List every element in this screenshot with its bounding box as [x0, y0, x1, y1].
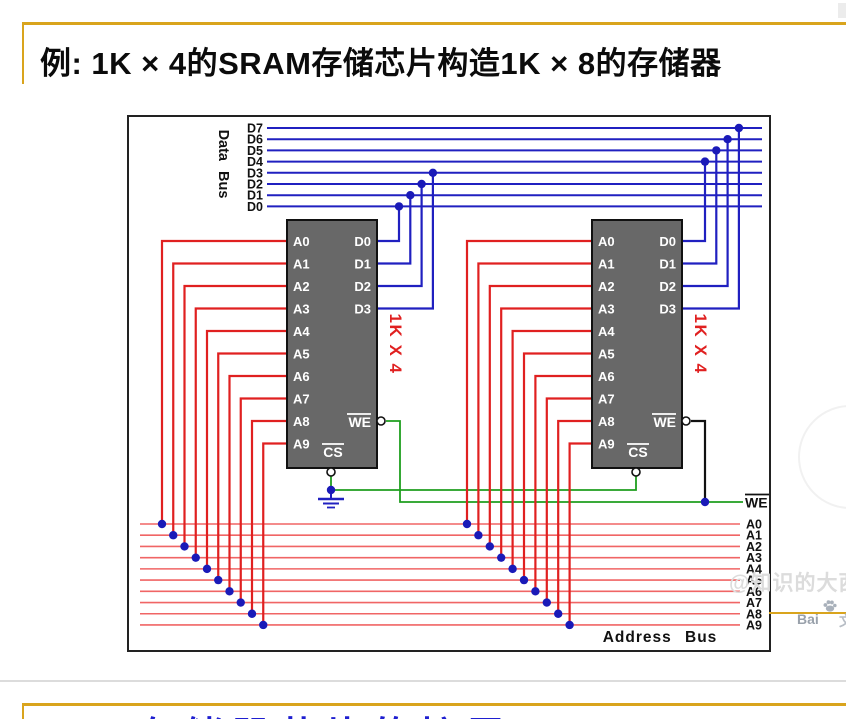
we-net: WE [386, 419, 769, 511]
slide-title: 例: 1K × 4的SRAM存储芯片构造1K × 8的存储器 [40, 46, 722, 81]
address-bus-label: Address Bus [603, 629, 718, 646]
data-line-label: D3 [247, 166, 263, 180]
address-line-label: A3 [746, 551, 762, 565]
data-pin-label: D3 [659, 302, 676, 317]
addr-pin-label: A3 [293, 302, 310, 317]
cs-bubble [631, 467, 641, 477]
address-line-label: A0 [746, 518, 762, 532]
addr-pin-label: A1 [598, 257, 615, 272]
cs-pin-label: CS [323, 444, 342, 460]
watermark-username: @知识的大西洋 [729, 572, 846, 595]
we-bubble [681, 416, 691, 426]
addr-pin-label: A7 [293, 392, 310, 407]
top-accent-line [22, 22, 846, 25]
we-pin-label: WE [653, 414, 676, 430]
data-pin-label: D2 [659, 279, 676, 294]
addr-pin-label: A8 [598, 414, 615, 429]
data-pin-label: D2 [354, 279, 371, 294]
top-accent-tick [22, 22, 24, 84]
data-line-label: D1 [247, 189, 263, 203]
addr-pin-label: A0 [598, 234, 615, 249]
cs-pin-label: CS [628, 444, 647, 460]
data-line-label: D5 [247, 144, 263, 158]
address-line-label: A9 [746, 618, 762, 632]
data-pin-label: D0 [354, 234, 371, 249]
addr-pin-label: A9 [293, 437, 310, 452]
address-line-label: A6 [746, 585, 762, 599]
section-separator-line [0, 680, 846, 682]
chip-body [591, 219, 683, 469]
address-line-label: A2 [746, 540, 762, 554]
address-line-label: A1 [746, 529, 762, 543]
addr-pin-label: A4 [598, 324, 615, 339]
right-accent-line [769, 612, 846, 614]
we-bus-label: WE [745, 495, 768, 511]
address-line-label: A5 [746, 574, 762, 588]
addr-pin-label: A1 [293, 257, 310, 272]
data-bus-label: Data Bus [215, 130, 231, 199]
address-line-label: A4 [746, 562, 762, 576]
addr-pin-label: A6 [293, 369, 310, 384]
addr-pin-label: A8 [293, 414, 310, 429]
addr-pin-label: A2 [293, 279, 310, 294]
chip-capacity-label: 1K X 4 [386, 314, 405, 375]
addr-pin-label: A7 [598, 392, 615, 407]
data-line-label: D6 [247, 133, 263, 147]
addr-pin-label: A5 [598, 347, 615, 362]
addr-pin-label: A3 [598, 302, 615, 317]
brand-text-wenku: 文库 [839, 611, 846, 631]
data-pin-label: D0 [659, 234, 676, 249]
baidu-paw-icon [823, 600, 837, 612]
data-pin-label: D1 [659, 257, 676, 272]
junction-dots [157, 123, 744, 630]
next-slide-title: 存储器芯片的扩展 [137, 705, 513, 719]
bottom-accent-line [22, 703, 846, 706]
addr-pin-label: A2 [598, 279, 615, 294]
address-line-label: A8 [746, 607, 762, 621]
chip-capacity-label: 1K X 4 [691, 314, 710, 375]
data-line-label: D2 [247, 178, 263, 192]
bottom-accent-tick [22, 703, 24, 719]
addr-pin-label: A9 [598, 437, 615, 452]
chip-body [286, 219, 378, 469]
addr-pin-label: A6 [598, 369, 615, 384]
addr-pin-label: A0 [293, 234, 310, 249]
data-pin-label: D1 [354, 257, 371, 272]
addr-pin-label: A5 [293, 347, 310, 362]
data-line-label: D7 [247, 122, 263, 136]
brand-text-bai: Bai [797, 611, 819, 627]
cs-bubble [326, 467, 336, 477]
baidu-wenku-logo: Bai 文库 [797, 599, 846, 631]
addr-pin-label: A4 [293, 324, 310, 339]
address-line-label: A7 [746, 596, 762, 610]
data-pin-label: D3 [354, 302, 371, 317]
data-line-label: D0 [247, 200, 263, 214]
we-pin-label: WE [348, 414, 371, 430]
we-bubble [376, 416, 386, 426]
ui-artifact [838, 3, 846, 18]
data-line-label: D4 [247, 155, 263, 169]
